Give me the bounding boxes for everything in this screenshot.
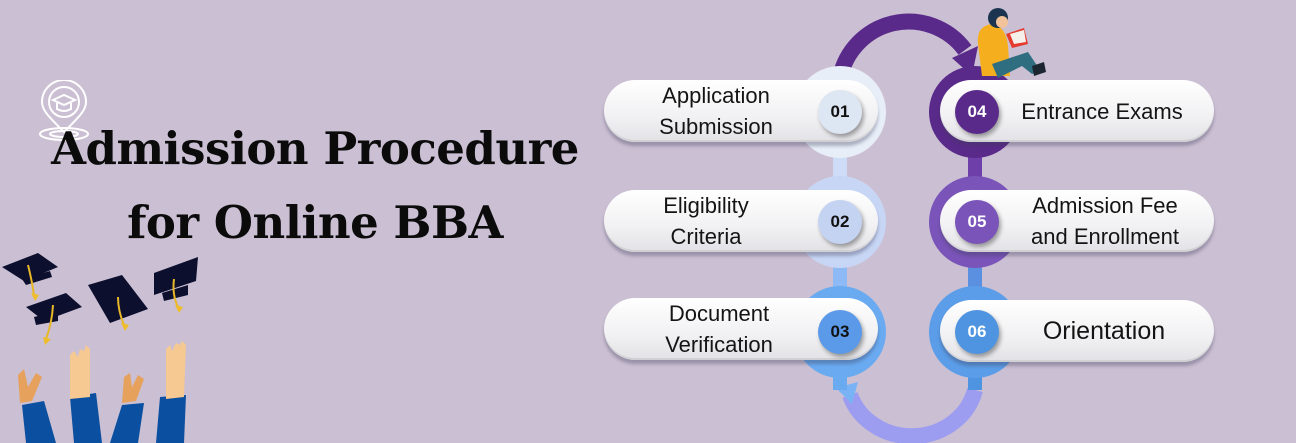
step-01-number-badge: 01 [818, 90, 862, 134]
step-02-number-badge: 02 [818, 200, 862, 244]
step-04-label: Entrance Exams [1021, 98, 1183, 124]
graduation-celebration-illustration [2, 253, 198, 443]
top-arc-arrow [832, 13, 972, 80]
page-title-line-2: for Online BBA [127, 196, 503, 249]
step-04-number-badge: 04 [955, 90, 999, 134]
graduation-cap-icon [2, 253, 198, 325]
step-06-number-badge: 06 [955, 310, 999, 354]
step-06-label: Orientation [1042, 316, 1166, 345]
student-reading-illustration [977, 8, 1046, 78]
step-03-number-badge: 03 [818, 310, 862, 354]
graduation-cap-pin-icon [39, 80, 89, 141]
page-title-line-1: Admission Procedure [51, 122, 579, 175]
step-05-number-badge: 05 [955, 200, 999, 244]
bottom-arc-arrow [842, 387, 983, 443]
